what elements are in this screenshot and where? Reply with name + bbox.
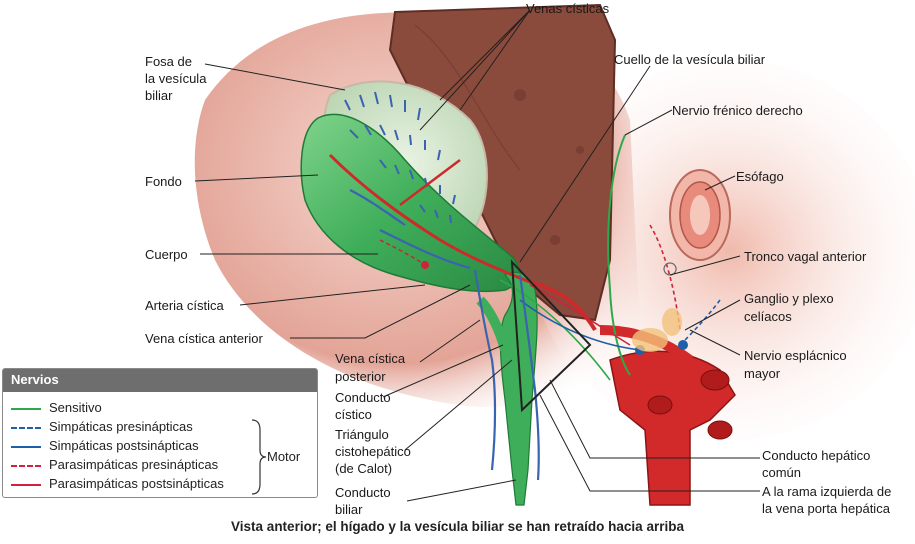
- calot-triangle: [510, 259, 592, 413]
- legend-label: Sensitivo: [49, 400, 102, 415]
- label-fosa-3: biliar: [145, 88, 173, 103]
- legend-label: Simpáticas presinápticas: [49, 419, 193, 434]
- label-triangulo-1: Triángulo: [335, 427, 389, 442]
- label-porta-1: A la rama izquierda de: [762, 484, 892, 499]
- legend-label: Parasimpáticas postsinápticas: [49, 476, 224, 491]
- label-ganglio-1: Ganglio y plexo: [744, 291, 834, 306]
- arteries: [328, 153, 597, 332]
- label-vena-posterior-2: posterior: [335, 369, 386, 384]
- label-fondo: Fondo: [145, 174, 182, 189]
- nerves-legend: Nervios Sensitivo Simpáticas presináptic…: [2, 368, 318, 498]
- label-cuerpo: Cuerpo: [145, 247, 188, 262]
- label-ganglio-2: celíacos: [744, 309, 792, 324]
- label-vena-cistica-anterior: Vena cística anterior: [145, 331, 263, 346]
- label-biliar-2: biliar: [335, 502, 363, 517]
- figure-caption: Vista anterior; el hígado y la vesícula …: [231, 519, 684, 534]
- legend-swatch: [11, 465, 41, 467]
- label-conducto-cistico-1: Conducto: [335, 390, 391, 405]
- label-esplacnico-1: Nervio esplácnico: [744, 348, 847, 363]
- label-hepatico-2: común: [762, 465, 802, 480]
- label-vena-posterior-1: Vena cística: [335, 351, 406, 366]
- duct-veins: [349, 189, 540, 481]
- nerves: [379, 134, 721, 381]
- legend-swatch: [11, 408, 41, 410]
- label-nervio-frenico: Nervio frénico derecho: [672, 103, 803, 118]
- label-fosa-2: la vesícula: [145, 71, 207, 86]
- leader-lines: [194, 9, 760, 502]
- label-biliar-1: Conducto: [335, 485, 391, 500]
- label-porta-2: la vena porta hepática: [762, 501, 890, 516]
- label-esplacnico-2: mayor: [744, 366, 781, 381]
- legend-swatch: [11, 446, 41, 448]
- legend-label: Simpáticas postsinápticas: [49, 438, 199, 453]
- label-cuello: Cuello de la vesícula biliar: [614, 52, 766, 67]
- label-triangulo-2: cistohepático: [335, 444, 411, 459]
- label-hepatico-1: Conducto hepático: [762, 448, 871, 463]
- legend-label: Parasimpáticas presinápticas: [49, 457, 219, 472]
- label-triangulo-3: (de Calot): [335, 461, 393, 476]
- label-fosa-1: Fosa de: [145, 54, 192, 69]
- legend-swatch: [11, 427, 41, 429]
- label-esofago: Esófago: [736, 169, 784, 184]
- label-arteria-cistica: Arteria cística: [145, 298, 224, 313]
- legend-motor-label: Motor: [267, 449, 301, 464]
- legend-brace: [251, 419, 267, 495]
- legend-swatch: [11, 484, 41, 486]
- legend-title: Nervios: [3, 369, 317, 392]
- label-venas-cisticas: Venas císticas: [526, 1, 610, 16]
- label-conducto-cistico-2: cístico: [335, 407, 372, 422]
- cystic-veins: [344, 91, 456, 224]
- esophagus-illustration: [669, 169, 731, 261]
- label-tronco-vagal: Tronco vagal anterior: [744, 249, 867, 264]
